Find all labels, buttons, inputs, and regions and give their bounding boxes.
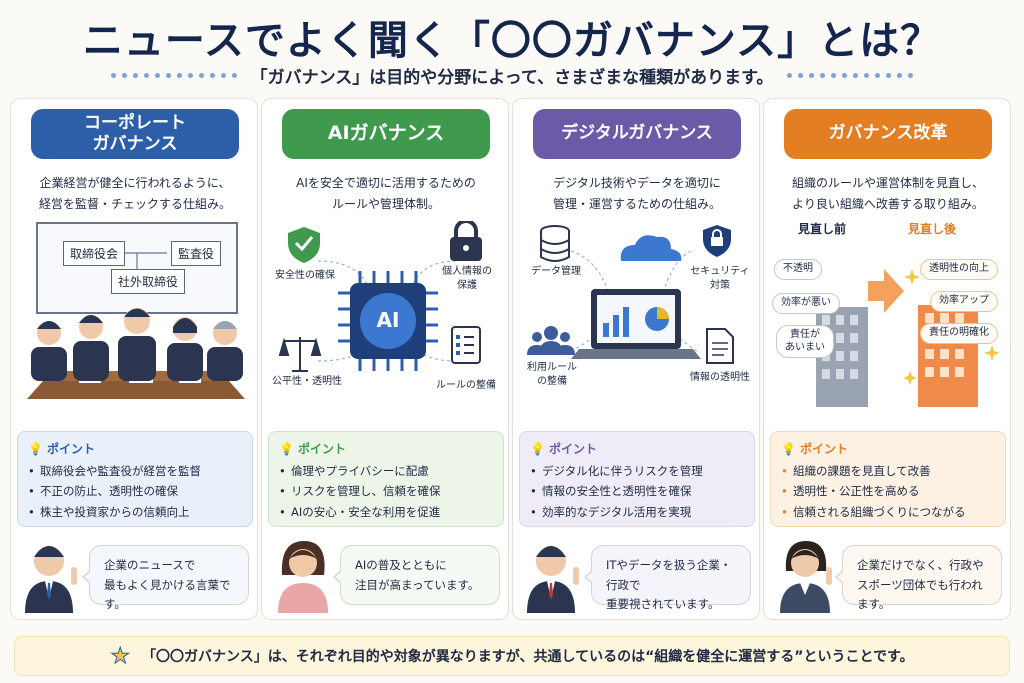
point-box: 💡ポイント デジタル化に伴うリスクを管理 情報の安全性と透明性を確保 効率的なデ… (519, 431, 755, 527)
lightbulb-icon: 💡 (530, 441, 545, 456)
point-title: ポイント (297, 442, 346, 456)
checklist-icon (451, 326, 481, 364)
security-label: セキュリティ 対策 (690, 266, 750, 291)
scales-icon (278, 337, 322, 372)
after-tag: 透明性の向上 (920, 259, 998, 280)
point-item: 情報の安全性と透明性を確保 (530, 481, 744, 502)
rules-label: ルールの整備 (436, 380, 496, 391)
star-icon: ★ (110, 643, 131, 669)
usage-rules-label: 利用ルール の整備 (527, 362, 577, 387)
before-label: 見直し前 (797, 222, 846, 236)
page-subtitle: 「ガバナンス」は目的や分野によって、さまざまな種類があります。 (250, 67, 774, 88)
panel-ai-governance: AIガバナンス AIを安全で適切に活用するための ルールや管理体制。 (261, 98, 509, 620)
after-tag: 効率アップ (930, 291, 998, 312)
shield-check-icon (288, 227, 320, 263)
point-item: 効率的なデジタル活用を実現 (530, 502, 744, 523)
ai-chip-label: AI (376, 308, 400, 332)
point-list: 取締役会や監査役が経営を監督 不正の防止、透明性の確保 株主や投資家からの信頼向… (28, 461, 242, 523)
point-list: デジタル化に伴うリスクを管理 情報の安全性と透明性を確保 効率的なデジタル活用を… (530, 461, 744, 523)
panel-digital-governance: デジタルガバナンス デジタル技術やデータを適切に 管理・運営するための仕組み。 (512, 98, 760, 620)
panel-corporate-governance: コーポレート ガバナンス 企業経営が健全に行われるように、 経営を監督・チェック… (10, 98, 258, 620)
decorative-dots-left (110, 72, 237, 78)
subtitle-row: 「ガバナンス」は目的や分野によって、さまざまな種類があります。 (0, 62, 1024, 88)
after-tag: 責任の明確化 (920, 323, 998, 344)
database-icon (540, 225, 570, 262)
point-title: ポイント (799, 442, 848, 456)
point-item: 取締役会や監査役が経営を監督 (28, 461, 242, 482)
after-label: 見直し後 (907, 222, 956, 236)
transparency-label: 情報の透明性 (690, 372, 750, 383)
before-tag: 不透明 (774, 259, 822, 280)
point-item: AIの安心・安全な利用を促進 (279, 502, 493, 523)
board-of-directors-label: 取締役会 (63, 241, 126, 266)
before-after-illustration: 見直し前 見直し後 不透明 効率が悪い 責任が あいまい 透明性の向上 効率アッ… (772, 221, 1004, 411)
before-tag: 責任が あいまい (776, 325, 834, 358)
woman-avatar-icon (278, 541, 328, 613)
page-title: ニュースでよく聞く「〇〇ガバナンス」とは？ (82, 18, 942, 64)
fairness-label: 公平性・透明性 (272, 376, 342, 387)
laptop-illustration: データ管理 セキュリティ 対策 利用ルール の整備 情報の透明性 (521, 221, 753, 411)
businesswoman-avatar-icon (780, 541, 832, 613)
point-item: 透明性・公正性を高める (781, 481, 995, 502)
point-item: 株主や投資家からの信頼向上 (28, 502, 242, 523)
point-title: ポイント (548, 442, 597, 456)
lock-icon (450, 219, 482, 261)
panel-description: 組織のルールや運営体制を見直し、 より良い組織へ改善する取り組み。 (791, 176, 984, 211)
businessman-avatar-icon (25, 546, 77, 613)
safety-label: 安全性の確保 (275, 270, 335, 281)
lightbulb-icon: 💡 (28, 441, 43, 456)
point-list: 倫理やプライバシーに配慮 リスクを管理し、信頼を確保 AIの安心・安全な利用を促… (279, 461, 493, 523)
point-item: 不正の防止、透明性の確保 (28, 481, 242, 502)
panel-description: AIを安全で適切に活用するための ルールや管理体制。 (296, 176, 476, 211)
panel-heading: ガバナンス改革 (784, 109, 992, 159)
speech-bubble: ITやデータを扱う企業・行政で 重要視されています。 (584, 545, 751, 611)
point-item: 組織の課題を見直して改善 (781, 461, 995, 482)
point-item: デジタル化に伴うリスクを管理 (530, 461, 744, 482)
panel-heading: コーポレート ガバナンス (31, 109, 239, 159)
boardroom-meeting-icon (27, 222, 245, 399)
speech-bubble: 企業のニュースで 最もよく見かける言葉です。 (82, 545, 249, 611)
summary-banner: ★ 「〇〇ガバナンス」は、それぞれ目的や対象が異なりますが、共通しているのは“組… (14, 636, 1010, 676)
lightbulb-icon: 💡 (781, 441, 796, 456)
point-item: リスクを管理し、信頼を確保 (279, 481, 493, 502)
outside-director-label: 社外取締役 (111, 269, 186, 294)
panel-heading: AIガバナンス (282, 109, 490, 159)
laptop-icon (571, 289, 701, 359)
point-item: 倫理やプライバシーに配慮 (279, 461, 493, 482)
point-box: 💡ポイント 取締役会や監査役が経営を監督 不正の防止、透明性の確保 株主や投資家… (17, 431, 253, 527)
arrow-right-icon (868, 269, 904, 313)
panel-description: デジタル技術やデータを適切に 管理・運営するための仕組み。 (552, 176, 721, 211)
speech-bubble: 企業だけでなく、行政や スポーツ団体でも行われます。 (835, 545, 1002, 611)
point-box: 💡ポイント 倫理やプライバシーに配慮 リスクを管理し、信頼を確保 AIの安心・安… (268, 431, 504, 527)
ai-chip-illustration: AI 安全性の確保 個人情報の 保護 公平性・透明性 ルールの整備 (270, 219, 502, 411)
panel-description: 企業経営が健全に行われるように、 経営を監督・チェックする仕組み。 (38, 176, 231, 211)
privacy-label: 個人情報の 保護 (442, 266, 492, 291)
cloud-icon (618, 235, 682, 261)
point-item: 信頼される組織づくりにつながる (781, 502, 995, 523)
boardroom-illustration: 取締役会 監査役 社外取締役 (19, 221, 251, 411)
point-list: 組織の課題を見直して改善 透明性・公正性を高める 信頼される組織づくりにつながる (781, 461, 995, 523)
speech-bubble: AIの普及とともに 注目が高まっています。 (333, 545, 500, 605)
summary-text: 「〇〇ガバナンス」は、それぞれ目的や対象が異なりますが、共通しているのは“組織を… (142, 649, 914, 665)
panel-heading: デジタルガバナンス (533, 109, 741, 159)
data-management-label: データ管理 (531, 266, 581, 277)
point-box: 💡ポイント 組織の課題を見直して改善 透明性・公正性を高める 信頼される組織づく… (770, 431, 1006, 527)
before-tag: 効率が悪い (772, 293, 840, 314)
businessman-avatar-icon (527, 546, 579, 613)
panel-governance-reform: ガバナンス改革 組織のルールや運営体制を見直し、 より良い組織へ改善する取り組み… (763, 98, 1011, 620)
point-title: ポイント (46, 442, 95, 456)
users-group-icon (527, 326, 575, 355)
security-shield-icon (703, 225, 731, 257)
sparkle-icon (903, 269, 1000, 385)
lightbulb-icon: 💡 (279, 441, 294, 456)
decorative-dots-right (787, 72, 914, 78)
ai-chip-icon (338, 271, 438, 371)
document-icon (706, 328, 734, 364)
new-building-icon (918, 305, 978, 407)
auditor-label: 監査役 (171, 241, 222, 266)
